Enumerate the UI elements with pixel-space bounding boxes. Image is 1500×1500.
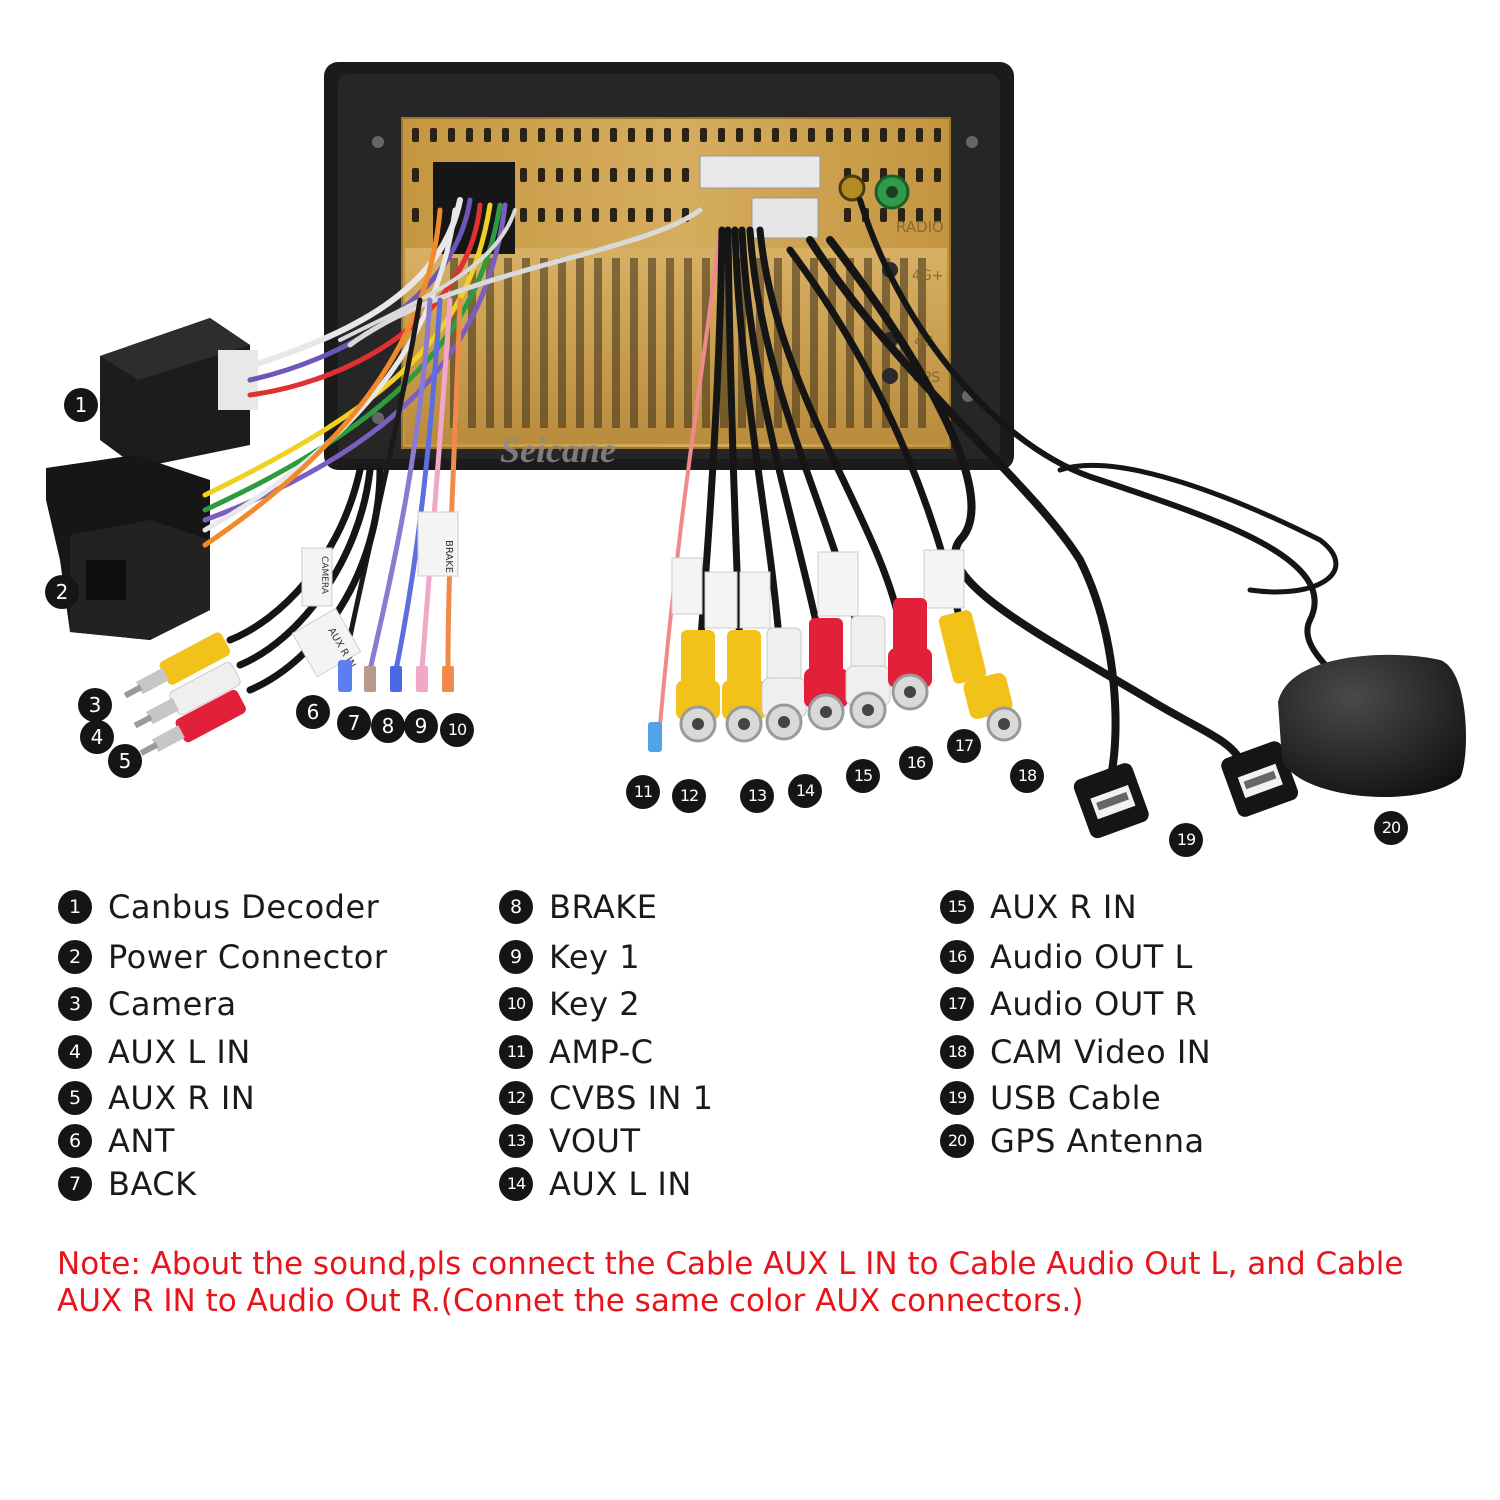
legend-label: Canbus Decoder (108, 888, 380, 926)
legend-label: CAM Video IN (990, 1033, 1212, 1071)
callout-7: 7 (337, 706, 371, 740)
legend-label: Audio OUT L (990, 938, 1193, 976)
callout-18: 18 (1010, 759, 1044, 793)
legend-label: AUX L IN (549, 1165, 692, 1203)
legend-number-badge: 18 (940, 1035, 974, 1069)
legend-number-badge: 10 (499, 987, 533, 1021)
legend-number-badge: 2 (58, 940, 92, 974)
sound-connection-note: Note: About the sound,pls connect the Ca… (57, 1246, 1437, 1320)
callout-12: 12 (672, 779, 706, 813)
usb-connectors (1073, 741, 1299, 839)
tag-camera: CAMERA (319, 556, 329, 595)
legend-label: VOUT (549, 1122, 641, 1160)
legend-number-badge: 19 (940, 1081, 974, 1115)
port-label-4g-plus: 4G+ (912, 268, 944, 284)
note-line-2: AUX R IN to Audio Out R.(Connet the same… (57, 1283, 1084, 1319)
callout-16: 16 (899, 746, 933, 780)
legend-number-badge: 8 (499, 890, 533, 924)
callout-6: 6 (296, 695, 330, 729)
legend-number-badge: 11 (499, 1035, 533, 1069)
callout-19: 19 (1169, 823, 1203, 857)
legend-label: BRAKE (549, 888, 658, 926)
legend-label: USB Cable (990, 1079, 1162, 1117)
callout-3: 3 (78, 688, 112, 722)
harness-wires (202, 197, 1343, 784)
legend-number-badge: 13 (499, 1124, 533, 1158)
legend-label: GPS Antenna (990, 1122, 1205, 1160)
legend-label: Key 1 (549, 938, 641, 976)
legend-number-badge: 9 (499, 940, 533, 974)
wiring-diagram-figure: RADIO 4G+ 4G GPS Seicane (46, 62, 1466, 839)
brand-watermark: Seicane (500, 430, 616, 470)
legend-number-badge: 1 (58, 890, 92, 924)
callout-13: 13 (740, 779, 774, 813)
callout-10: 10 (440, 713, 474, 747)
legend-label: CVBS IN 1 (549, 1079, 714, 1117)
legend-number-badge: 3 (58, 987, 92, 1021)
rca-plugs-middle (676, 598, 932, 743)
callout-11: 11 (626, 775, 660, 809)
legend-number-badge: 16 (940, 940, 974, 974)
cam-video-rca (938, 610, 1022, 742)
legend-number-badge: 17 (940, 987, 974, 1021)
callout-9: 9 (404, 709, 438, 743)
legend-number-badge: 15 (940, 890, 974, 924)
legend-number-badge: 14 (499, 1167, 533, 1201)
callout-2: 2 (45, 575, 79, 609)
legend-label: AUX R IN (990, 888, 1138, 926)
legend-label: Key 2 (549, 985, 641, 1023)
callout-15: 15 (846, 759, 880, 793)
note-line-1: Note: About the sound,pls connect the Ca… (57, 1246, 1404, 1282)
legend-number-badge: 6 (58, 1124, 92, 1158)
gps-antenna-puck (1278, 654, 1466, 798)
canbus-decoder-box (100, 318, 258, 468)
legend-number-badge: 4 (58, 1035, 92, 1069)
callout-1: 1 (64, 388, 98, 422)
legend-label: AUX R IN (108, 1079, 256, 1117)
legend-label: AUX L IN (108, 1033, 251, 1071)
port-label-radio: RADIO (896, 218, 944, 236)
legend-label: Power Connector (108, 938, 388, 976)
rca-plugs-left (123, 632, 247, 756)
legend-label: Audio OUT R (990, 985, 1198, 1023)
legend-number-badge: 12 (499, 1081, 533, 1115)
callout-8: 8 (371, 709, 405, 743)
wire-terminals (338, 660, 662, 752)
legend-number-badge: 7 (58, 1167, 92, 1201)
callout-5: 5 (108, 744, 142, 778)
legend-label: ANT (108, 1122, 175, 1160)
legend-number-badge: 20 (940, 1124, 974, 1158)
callout-17: 17 (947, 729, 981, 763)
callout-4: 4 (80, 720, 114, 754)
legend-label: BACK (108, 1165, 197, 1203)
callout-20: 20 (1374, 811, 1408, 845)
legend-number-badge: 5 (58, 1081, 92, 1115)
cable-tags: CAMERA AUX R IN BRAKE (291, 511, 965, 678)
tag-brake: BRAKE (443, 540, 454, 573)
legend-label: AMP-C (549, 1033, 654, 1071)
power-connector-plug (46, 455, 210, 640)
legend-label: Camera (108, 985, 237, 1023)
callout-14: 14 (788, 774, 822, 808)
